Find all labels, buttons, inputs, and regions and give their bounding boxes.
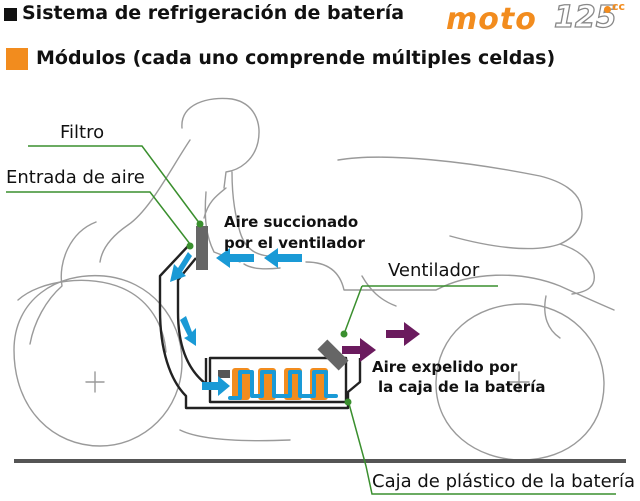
rider-body xyxy=(99,139,191,263)
label-expelido-2: la caja de la batería xyxy=(378,378,546,396)
arrow-left-icon xyxy=(216,248,254,268)
label-entrada-aire: Entrada de aire xyxy=(6,167,145,188)
label-expelido-1: Aire expelido por xyxy=(372,358,518,376)
rider-arm xyxy=(231,171,283,258)
leader-dot xyxy=(340,330,348,338)
module-connector xyxy=(218,370,230,378)
leader-caja xyxy=(347,399,616,495)
body-line xyxy=(243,263,281,270)
rear-step xyxy=(544,295,561,339)
title-bullet xyxy=(4,8,17,21)
arrow-right-icon xyxy=(386,322,420,346)
filter-element xyxy=(196,226,208,270)
air-intake-arrows xyxy=(170,248,302,396)
leader-dot xyxy=(344,398,352,406)
arrow-right-icon xyxy=(342,338,376,362)
arrow-left-icon xyxy=(264,248,302,268)
arrow-right-icon xyxy=(202,376,230,396)
body-mid xyxy=(361,275,397,307)
seat xyxy=(337,156,583,250)
front-fender xyxy=(17,279,167,353)
rider-head xyxy=(181,97,260,189)
rear-wheel xyxy=(435,303,605,461)
leader-dots xyxy=(186,220,352,406)
arrow-down-icon xyxy=(170,252,192,282)
leader-entrada xyxy=(6,191,191,245)
front-fairing xyxy=(29,221,97,345)
lower-line xyxy=(179,429,291,442)
front-wheel xyxy=(13,274,183,447)
leader-ventilador xyxy=(343,285,498,335)
moto125-logo: moto 125 cc xyxy=(446,0,636,45)
duct-outer xyxy=(158,243,362,410)
label-caja-plastico: Caja de plástico de la batería xyxy=(372,471,636,492)
leader-filtro xyxy=(28,145,201,225)
rear-body xyxy=(305,261,615,311)
air-exhaust-arrows xyxy=(342,322,420,362)
leader-dot xyxy=(196,220,204,228)
rider-back xyxy=(203,187,227,219)
leader-lines xyxy=(6,145,616,495)
fan-element xyxy=(317,339,349,371)
logo-moto-text: moto xyxy=(446,2,537,37)
arrow-down-icon xyxy=(180,316,196,346)
logo-cc-text: cc xyxy=(612,0,626,13)
airflow-serpentine xyxy=(228,370,338,400)
duct-inner xyxy=(176,257,218,386)
seat-rear xyxy=(559,243,595,295)
label-succionado-1: Aire succionado xyxy=(224,213,359,231)
page-title: Sistema de refrigeración de batería xyxy=(22,2,405,24)
logo-dot-icon xyxy=(604,6,611,13)
legend-label: Módulos (cada uno comprende múltiples ce… xyxy=(36,47,556,69)
label-ventilador: Ventilador xyxy=(388,260,480,281)
label-succionado-2: por el ventilador xyxy=(224,234,365,252)
legend-module-swatch xyxy=(6,48,28,70)
leader-dot xyxy=(186,242,194,250)
scooter-outline xyxy=(13,97,615,461)
label-filtro: Filtro xyxy=(60,122,105,143)
